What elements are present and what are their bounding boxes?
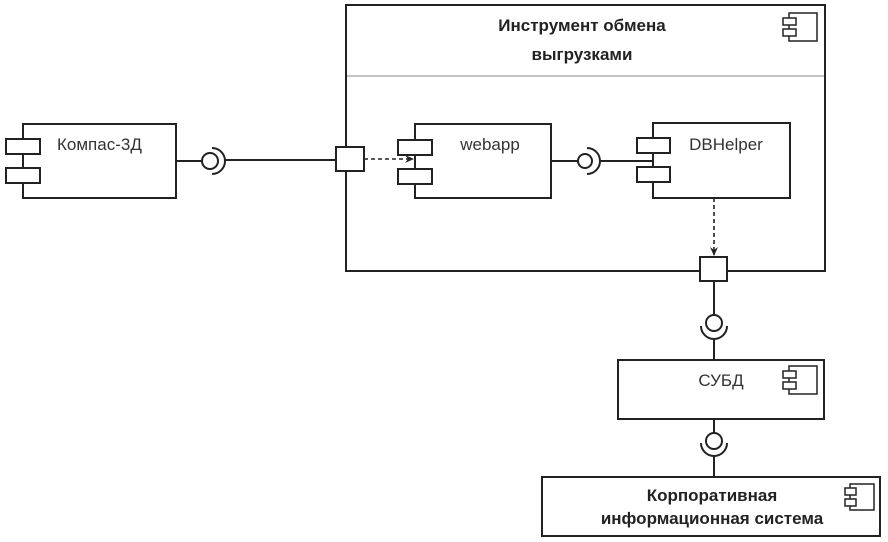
component-label: СУБД (698, 371, 744, 390)
component-subd[interactable]: СУБД (617, 359, 825, 420)
component-frame (541, 476, 881, 537)
component-port-tab (397, 168, 433, 185)
port-left[interactable] (335, 146, 365, 172)
interface-subd-to-kis (700, 419, 728, 477)
required-interface-socket-icon (700, 325, 728, 340)
component-port-tab (397, 139, 433, 156)
container-title-line2: выгрузками (532, 45, 633, 64)
component-kompas-3d[interactable]: Компас-3Д (5, 123, 177, 199)
component-dbhelper[interactable]: DBHelper (636, 122, 791, 199)
component-webapp[interactable]: webapp (397, 123, 552, 199)
component-icon (782, 12, 818, 42)
provided-interface-ball-icon (577, 153, 593, 169)
component-frame (652, 122, 791, 199)
component-icon (782, 365, 818, 395)
component-label: Компас-3Д (57, 135, 142, 154)
component-label-line2: информационная система (601, 509, 824, 528)
component-frame (414, 123, 552, 199)
component-port-tab (5, 167, 41, 184)
component-label: DBHelper (689, 135, 763, 154)
provided-interface-ball-icon (201, 152, 219, 170)
provided-interface-ball-icon (705, 432, 723, 450)
provided-interface-ball-icon (705, 314, 723, 332)
interface-webapp-to-dbhelper (551, 147, 653, 175)
component-frame (22, 123, 177, 199)
component-label-line1: Корпоративная (647, 486, 778, 505)
component-corporate-is[interactable]: Корпоративная информационная система (541, 476, 881, 537)
port-bottom[interactable] (699, 256, 728, 282)
interface-kompas-to-port (176, 147, 336, 175)
interface-port-to-subd (700, 281, 728, 360)
component-port-tab (5, 138, 41, 155)
component-label: webapp (459, 135, 520, 154)
component-port-tab (636, 166, 671, 183)
component-port-tab (636, 137, 671, 154)
component-icon (844, 483, 875, 511)
container-title-line1: Инструмент обмена (498, 16, 666, 35)
